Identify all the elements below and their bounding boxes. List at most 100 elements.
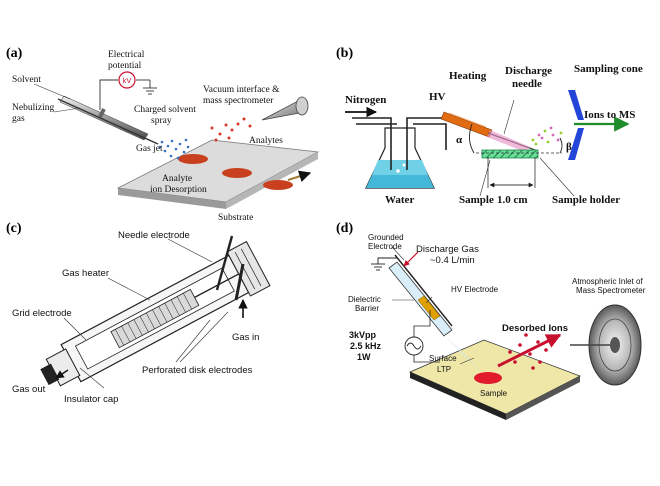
leader-line	[179, 311, 229, 363]
discharge-label: Discharge	[505, 65, 552, 77]
leader-line	[167, 238, 213, 263]
substrate-motion-arrow	[287, 170, 312, 182]
leader-line	[459, 357, 475, 365]
needle-electrode-label: Needle electrode	[118, 230, 190, 241]
desorbed-analytes	[210, 117, 252, 142]
charged-spray	[158, 138, 190, 160]
atmospheric-inlet-label: Atmospheric Inlet of	[572, 277, 643, 286]
analyte-spot	[178, 154, 208, 164]
ms-inlet-disk	[570, 304, 642, 386]
sample-label-d: Sample	[480, 389, 508, 398]
panel-c-label: (c)	[6, 221, 22, 236]
water-flask	[365, 127, 435, 189]
ltp-label: LTP	[437, 365, 451, 374]
heating-label: Heating	[449, 70, 487, 82]
leader-line	[175, 319, 211, 363]
leader-line	[391, 246, 405, 261]
leader-line	[503, 99, 515, 135]
ac-source	[404, 310, 440, 363]
panel-c: (c)	[6, 221, 271, 405]
discharge-gas-label: Discharge Gas	[416, 244, 479, 255]
sample-label: Sample	[459, 194, 494, 206]
spray-label: spray	[151, 116, 172, 126]
grid-electrode-label: Grid electrode	[12, 308, 72, 319]
mass-spectrometer-label: mass spectrometer	[203, 96, 274, 106]
ltp-probe	[388, 254, 482, 372]
needle-electrode-rod	[215, 235, 234, 291]
panel-a: (a)	[6, 46, 320, 223]
alpha-label: α	[456, 134, 463, 146]
leader-line	[79, 367, 105, 389]
kv-source-icon	[118, 71, 136, 89]
hv-electrode-label: HV Electrode	[451, 285, 499, 294]
distance-label: 1.0 cm	[497, 194, 528, 206]
substrate-label: Substrate	[218, 213, 253, 223]
leader-line	[63, 317, 87, 341]
perforated-disk-label: Perforated disk electrodes	[142, 365, 253, 376]
gas-tubing	[352, 117, 452, 170]
sample-holder-label: Sample holder	[552, 194, 620, 206]
beta-angle-arc	[559, 137, 563, 154]
insulator-cap-label: Insulator cap	[64, 394, 118, 405]
plasma-plume	[487, 130, 530, 152]
gas-jet-label: Gas jet	[136, 144, 163, 154]
solvent-label: Solvent	[12, 75, 41, 85]
charged-solvent-label: Charged solvent	[134, 105, 196, 115]
mass-spectrometer-label-d: Mass Spectrometer	[576, 286, 646, 295]
vacuum-interface-label: Vacuum interface &	[203, 84, 280, 95]
leader-line	[33, 83, 71, 100]
electrical-label: Electrical	[108, 50, 145, 60]
panel-d: (d)	[336, 221, 646, 420]
sample-spot	[474, 372, 502, 384]
gas-out-arrow	[55, 369, 69, 379]
electrical-circuit	[99, 79, 157, 110]
desorbed-ions	[508, 333, 554, 370]
sample-holder	[481, 149, 539, 159]
voltage-label: 3kVpp	[349, 330, 377, 340]
leader-line	[53, 107, 81, 113]
sampling-cone	[568, 90, 584, 160]
ms-inlet-cone	[261, 96, 309, 121]
gas-flow-label: ~0.4 L/min	[430, 255, 475, 266]
water-label: Water	[385, 194, 414, 206]
analyte-spot	[222, 168, 252, 178]
ion-cloud	[531, 126, 563, 146]
kv-label: kV	[123, 76, 132, 85]
barrier-label: Barrier	[355, 304, 379, 313]
leader-line	[479, 159, 491, 197]
analyte-label: Analyte	[162, 174, 192, 184]
gas-label: gas	[12, 114, 25, 124]
nitrogen-label: Nitrogen	[345, 94, 386, 106]
alpha-angle-arc	[469, 123, 475, 154]
panel-b: (b)	[336, 46, 643, 206]
surface-label: Surface	[429, 354, 457, 363]
discharge-gas-arrow	[403, 251, 419, 267]
panel-d-label: (d)	[336, 221, 353, 236]
dielectric-label: Dielectric	[348, 295, 381, 304]
analytes-label: Analytes	[249, 136, 283, 146]
leader-line	[425, 296, 433, 304]
nebulizing-label: Nebulizing	[12, 103, 54, 113]
panel-a-label: (a)	[6, 46, 23, 61]
sampling-cone-label: Sampling cone	[574, 63, 643, 75]
electrode-label: Electrode	[368, 242, 402, 251]
gas-heater-label: Gas heater	[62, 268, 109, 279]
ion-source-body	[40, 240, 271, 387]
leader-line	[539, 157, 575, 197]
potential-label: potential	[108, 61, 142, 71]
grounded-label: Grounded	[368, 233, 404, 242]
beta-label: β	[566, 141, 572, 153]
leader-line	[107, 277, 151, 301]
frequency-label: 2.5 kHz	[350, 341, 382, 351]
ground-symbol	[371, 257, 398, 271]
gas-inlet-tube	[234, 263, 245, 301]
power-label: 1W	[357, 352, 371, 362]
sprayer-capillary	[57, 95, 159, 145]
desorbed-ions-label: Desorbed Ions	[502, 323, 568, 334]
ion-desorption-label: ion Desorption	[150, 185, 207, 195]
hv-label: HV	[429, 91, 446, 103]
panel-b-label: (b)	[336, 46, 353, 61]
needle-label: needle	[512, 78, 542, 90]
ion-trajectory-arrow	[497, 333, 562, 368]
